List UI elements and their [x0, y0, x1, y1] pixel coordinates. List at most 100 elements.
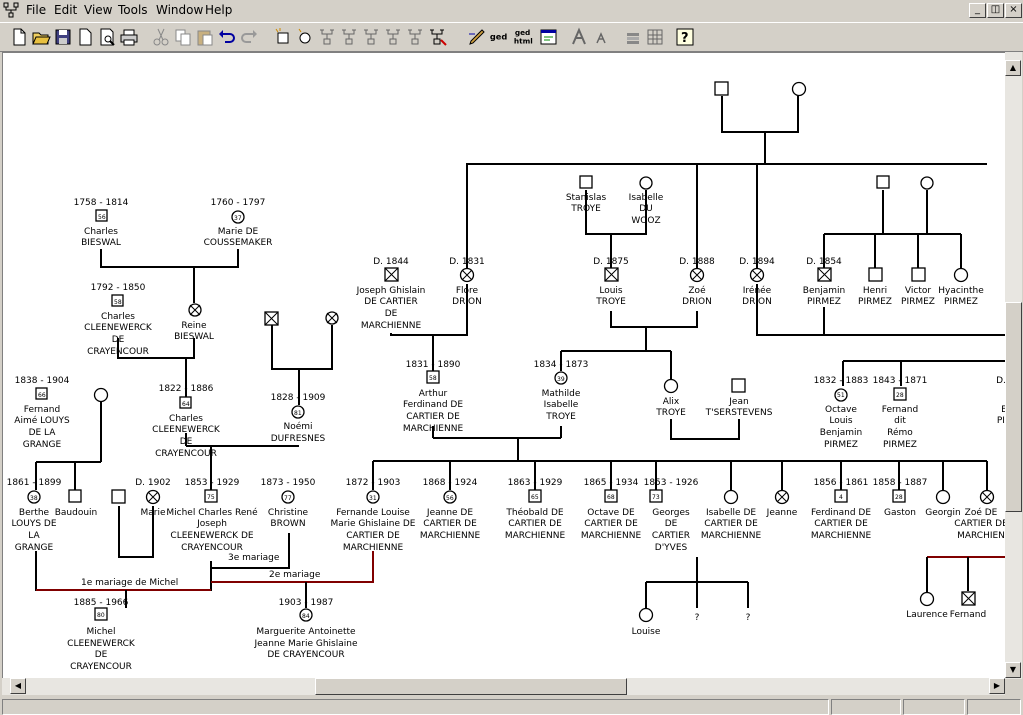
person-name: Flore [456, 286, 479, 296]
vertical-scroll-thumb[interactable] [1005, 302, 1022, 512]
scroll-up-icon[interactable]: ▲ [1005, 60, 1021, 76]
print-preview-icon[interactable] [96, 26, 118, 48]
svg-text:?: ? [681, 31, 689, 46]
new-icon[interactable] [8, 26, 30, 48]
person-name: Gaston [884, 508, 916, 518]
person-name: Noémi [283, 421, 312, 432]
person-name: MARCHIENNE [701, 531, 762, 541]
person-name: CARTIER DE [954, 519, 1006, 529]
svg-text:58: 58 [429, 375, 437, 382]
print-icon[interactable] [118, 26, 140, 48]
person-name: CRAYENCOUR [70, 662, 132, 672]
person-name: BIESWAL [174, 332, 214, 342]
person-name: E [1001, 405, 1006, 415]
scroll-down-icon[interactable]: ▼ [1005, 662, 1021, 678]
save-icon[interactable] [52, 26, 74, 48]
person-dates: 1861 - 1899 [7, 478, 62, 488]
grid-icon[interactable] [644, 26, 666, 48]
help-icon[interactable]: ? [674, 26, 696, 48]
person-name: Louis [599, 286, 623, 296]
new-female-icon[interactable] [294, 26, 316, 48]
menu-window[interactable]: Window [156, 3, 204, 17]
menu-view[interactable]: View [84, 3, 113, 17]
person-name: DUFRESNES [271, 434, 326, 444]
family-tree-chart: 56 37 58 64 66 81 38 75 77 80 84 58 39 5… [7, 81, 1006, 672]
menu-edit[interactable]: Edit [54, 3, 78, 17]
svg-text:51: 51 [837, 392, 845, 399]
tree-tool-3-icon[interactable] [360, 26, 382, 48]
tree-tool-2-icon[interactable] [338, 26, 360, 48]
person-name: PIRMEZ [883, 440, 917, 450]
font-large-icon[interactable] [568, 26, 590, 48]
cut-icon[interactable] [150, 26, 172, 48]
pen-icon[interactable] [466, 26, 488, 48]
person-dates: D. 1844 [373, 257, 409, 267]
copy-icon[interactable] [172, 26, 194, 48]
minimize-button[interactable]: _ [969, 3, 986, 18]
person-name: Michel [87, 627, 116, 637]
person-name: Marie DE [218, 227, 259, 237]
close-button[interactable]: × [1005, 3, 1022, 18]
ged-html-label-2: html [514, 36, 533, 45]
layers-icon[interactable] [622, 26, 644, 48]
web-page-icon[interactable] [538, 26, 560, 48]
person-name: PIRMEZ [858, 297, 892, 307]
person-name: LA [28, 531, 40, 541]
vertical-scrollbar[interactable]: ▲ ▼ [1005, 52, 1022, 679]
status-panel-main [2, 699, 829, 715]
marriage-label-3: 3e mariage [228, 553, 280, 563]
open-folder-icon[interactable] [30, 26, 52, 48]
person-name: Louise [632, 627, 661, 637]
person-name: D'YVES [655, 543, 688, 553]
person-name: DE LA [29, 428, 57, 438]
horizontal-scrollbar[interactable]: ◀ ▶ [2, 678, 1005, 695]
person-name: Stanislas [566, 193, 607, 203]
tree-tool-6-icon[interactable] [426, 26, 448, 48]
paste-icon[interactable] [194, 26, 216, 48]
person-name: T'SERSTEVENS [705, 408, 773, 418]
person-symbols [27, 81, 995, 623]
person-name: LOUYS DE [11, 519, 56, 529]
person-name: Alix [663, 397, 680, 407]
person-name: MARCHIENNE [361, 321, 422, 331]
person-name: MARCHIENNE [403, 424, 464, 434]
tree-tool-4-icon[interactable] [382, 26, 404, 48]
scroll-right-icon[interactable]: ▶ [989, 678, 1005, 694]
person-name: COUSSEMAKER [204, 238, 273, 248]
person-name: Arthur [419, 389, 448, 399]
menu-file[interactable]: File [26, 3, 47, 17]
person-name: Baudouin [55, 508, 98, 518]
horizontal-scroll-thumb[interactable] [315, 678, 627, 695]
person-dates: D. 1902 [135, 478, 171, 488]
person-name: Mathilde [542, 389, 581, 399]
restore-button[interactable]: ◫ [987, 3, 1004, 18]
person-dates: D. 1894 [739, 257, 775, 267]
person-name: CRAYENCOUR [181, 543, 243, 553]
tree-tool-5-icon[interactable] [404, 26, 426, 48]
marriage-label-1: 1e mariage de Michel [81, 578, 178, 588]
redo-icon[interactable] [238, 26, 260, 48]
ged-html-label-1: ged [515, 28, 530, 37]
person-name: Berthe [19, 508, 50, 518]
new-person-icon[interactable] [272, 26, 294, 48]
person-name: Irénée [743, 285, 772, 296]
menu-help[interactable]: Help [205, 3, 233, 17]
person-dates: 1853 - 1926 [644, 478, 699, 488]
family-tree-canvas[interactable]: 56 37 58 64 66 81 38 75 77 80 84 58 39 5… [2, 52, 1006, 679]
menu-tools[interactable]: Tools [118, 3, 148, 17]
person-name: Georges [652, 508, 690, 518]
person-dates: 1863 - 1929 [508, 478, 563, 488]
person-name: DE [385, 309, 398, 319]
font-small-icon[interactable] [590, 26, 612, 48]
scroll-left-icon[interactable]: ◀ [10, 678, 26, 694]
person-name: MARCHIENNE [505, 531, 566, 541]
person-name: Fernande Louise [336, 508, 410, 518]
person-name: Joseph Ghislain [356, 286, 426, 296]
app-tree-icon[interactable] [3, 2, 19, 18]
person-name: Christine [268, 508, 309, 518]
tree-tool-1-icon[interactable] [316, 26, 338, 48]
undo-icon[interactable] [216, 26, 238, 48]
ged-export-button[interactable]: ged [488, 26, 512, 48]
page-icon[interactable] [74, 26, 96, 48]
